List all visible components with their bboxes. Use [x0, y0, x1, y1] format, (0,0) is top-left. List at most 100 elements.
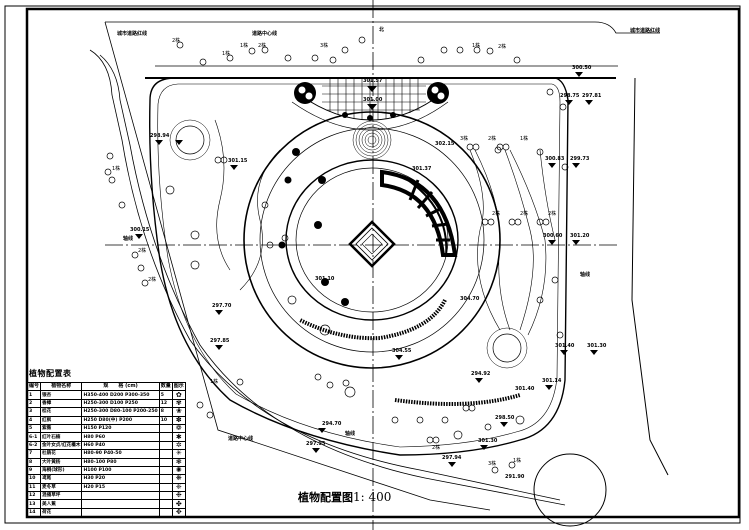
row-name: 紫薇: [40, 423, 83, 434]
pergola-arc: [380, 169, 458, 257]
shrub-curves: [214, 119, 556, 336]
svg-text:301.10: 301.10: [315, 276, 335, 282]
row-name: 银杏: [40, 390, 83, 400]
row-no: 14: [26, 507, 42, 518]
road-label-top-right: 城市道路红线: [630, 27, 660, 34]
paving-band: [299, 299, 447, 341]
svg-text:2株: 2株: [138, 247, 146, 254]
svg-text:301.37: 301.37: [412, 166, 432, 172]
drawing-title: 植物配置图1: 400: [298, 489, 391, 505]
svg-text:2株: 2株: [488, 135, 496, 142]
row-name: 金叶女贞/红花檵木: [40, 440, 83, 451]
header-qty: 数量: [158, 381, 173, 392]
north-mark: 北: [379, 26, 384, 33]
svg-text:2株: 2株: [498, 43, 506, 50]
svg-text:2株: 2株: [520, 210, 528, 217]
drawing-scale: 1: 400: [353, 490, 392, 504]
plant-symbol-icon: ❈: [171, 482, 186, 493]
svg-text:297.81: 297.81: [582, 93, 602, 99]
plant-symbol-icon: ✿: [171, 390, 186, 400]
header-no: 编号: [26, 381, 42, 392]
svg-text:300.83: 300.83: [545, 156, 565, 162]
row-name: 麦冬草: [40, 482, 83, 493]
svg-text:302.15: 302.15: [435, 141, 455, 147]
row-qty: [158, 474, 173, 484]
svg-text:294.92: 294.92: [471, 371, 491, 377]
svg-text:294.70: 294.70: [322, 421, 342, 427]
tree-symbols: [165, 143, 550, 444]
row-name: 鸢尾: [40, 474, 83, 484]
svg-text:299.73: 299.73: [570, 156, 590, 162]
row-no: 9: [26, 465, 42, 476]
row-no: 12: [26, 491, 42, 501]
svg-text:2株: 2株: [148, 276, 156, 283]
svg-text:2株: 2株: [432, 444, 440, 451]
row-no: 5: [26, 423, 42, 434]
elevation-markers: [135, 72, 598, 467]
dark-shrubs: [278, 112, 396, 306]
svg-text:1株: 1株: [520, 135, 528, 142]
row-qty: [158, 457, 173, 467]
pond-right: [492, 333, 522, 363]
drawing-title-text: 植物配置图: [298, 491, 353, 504]
svg-text:301.30: 301.30: [587, 343, 607, 349]
row-name: 大叶黄杨: [40, 457, 83, 467]
row-name: 混播草坪: [40, 491, 83, 501]
svg-text:1株: 1株: [513, 457, 521, 464]
svg-text:301.30: 301.30: [478, 438, 498, 444]
diamond-feature: [348, 220, 396, 268]
row-qty: [158, 499, 173, 509]
svg-text:298.50: 298.50: [495, 415, 515, 421]
row-no: 6-2: [26, 440, 42, 451]
plant-count-tags: 2株 1株 1株 2株 3株 1株 2株 3株 2株 1株 2株 2株 2株 1…: [112, 37, 556, 467]
park-outline: [149, 77, 569, 456]
feature-tree-right: [427, 82, 449, 104]
header-symbol: 图示: [171, 381, 186, 392]
plant-symbol-icon: ✺: [171, 465, 186, 476]
row-qty: 12: [158, 398, 173, 409]
site-boundary-right: [631, 77, 669, 476]
row-name: 荷花: [40, 507, 83, 518]
svg-text:3株: 3株: [488, 460, 496, 467]
row-spec: H80 P60: [81, 432, 160, 442]
svg-text:297.70: 297.70: [212, 303, 232, 309]
row-no: 7: [26, 449, 42, 459]
svg-text:2株: 2株: [258, 42, 266, 49]
row-qty: [158, 423, 173, 434]
row-qty: [158, 465, 173, 476]
elevation-labels: 301.57 301.00 300.50 298.75 297.81 301.1…: [130, 65, 607, 480]
svg-text:301.40: 301.40: [555, 343, 575, 349]
row-qty: [158, 432, 173, 442]
row-name: 红枫: [40, 415, 83, 425]
row-spec: H80-90 P40-50: [81, 449, 160, 459]
svg-text:300.50: 300.50: [572, 65, 592, 71]
axis-label-left: 轴线: [123, 235, 133, 242]
row-no: 1: [26, 390, 42, 400]
header-spec: 规 格 (cm): [81, 381, 160, 392]
svg-text:301.40: 301.40: [515, 386, 535, 392]
svg-text:1株: 1株: [222, 50, 230, 57]
svg-text:1株: 1株: [112, 165, 120, 172]
svg-text:301.00: 301.00: [363, 97, 383, 103]
row-qty: 5: [158, 390, 173, 400]
svg-text:2株: 2株: [548, 210, 556, 217]
outer-ring-2: [259, 127, 485, 353]
row-no: 4: [26, 415, 42, 425]
plant-symbol-icon: ✾: [171, 398, 186, 409]
row-qty: [158, 440, 173, 451]
row-no: 10: [26, 474, 42, 484]
row-spec: H250 D80(中) P200: [81, 415, 160, 425]
plant-symbol-icon: ✲: [171, 440, 186, 451]
svg-text:300.15: 300.15: [130, 227, 150, 233]
plaza-grid: [322, 78, 426, 120]
